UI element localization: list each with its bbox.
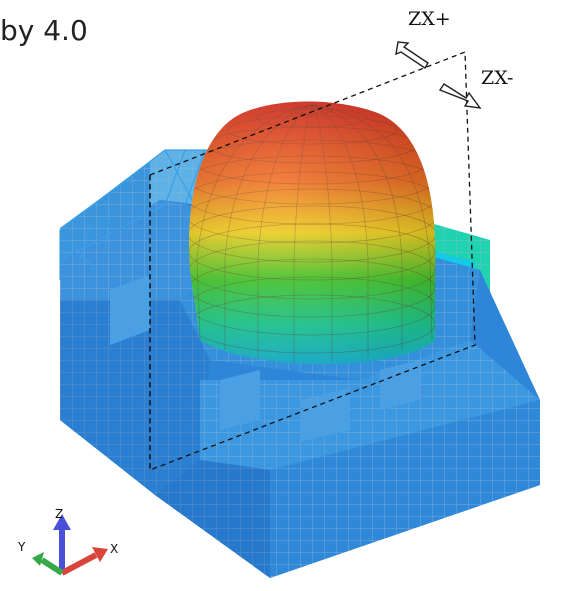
section-plane-dashed [149, 51, 476, 471]
direction-label-zx-minus: ZX- [481, 67, 514, 89]
arrow-outline-icon [395, 41, 482, 109]
axes-triad-icon [32, 514, 108, 576]
page-title-fragment: by 4.0 [0, 14, 88, 47]
axis-label-z: Z [55, 507, 64, 521]
dome-structure [189, 101, 436, 364]
direction-label-zx-plus: ZX+ [408, 8, 451, 30]
axis-label-x: X [110, 542, 119, 556]
truss-frame [59, 149, 270, 280]
axis-label-y: Y [18, 540, 26, 554]
